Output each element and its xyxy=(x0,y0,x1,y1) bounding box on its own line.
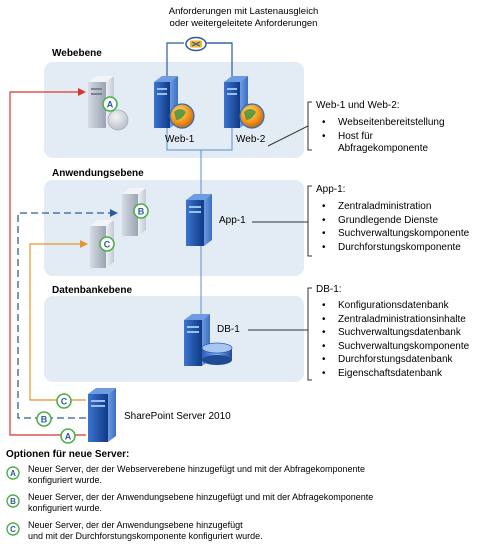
legend-title: Optionen für neue Server: xyxy=(6,449,130,460)
app-side-item: Grundlegende Dienste xyxy=(316,214,469,228)
route-a-line xyxy=(9,91,86,436)
web2-pointer xyxy=(267,125,309,147)
web-bracket xyxy=(307,101,312,151)
load-balancer-icon xyxy=(185,36,207,52)
app-bracket xyxy=(307,185,312,257)
legend-text-b-line2: konfiguriert wurde. xyxy=(28,503,103,513)
app-side-list: Zentraladministration Grundlegende Diens… xyxy=(316,200,469,254)
db-side-item: Eigenschaftsdatenbank xyxy=(316,367,469,381)
db-side-item: Durchforstungsdatenbank xyxy=(316,353,469,367)
app-side-item: Zentraladministration xyxy=(316,200,469,214)
db-side-item: Suchverwaltungsdatenbank xyxy=(316,326,469,340)
badge-a-web-icon: A xyxy=(102,96,118,112)
database-tier-panel xyxy=(44,296,304,382)
web-side-item-continued: Abfragekomponente xyxy=(338,143,429,154)
lb-to-web2-line xyxy=(208,42,233,80)
load-balance-caption-line1: Anforderungen mit Lastenausgleich xyxy=(168,6,319,17)
web-side-item: Webseitenbereitstellung xyxy=(316,116,445,130)
web-side-list: Webseitenbereitstellung Host für xyxy=(316,116,445,143)
db1-server-icon xyxy=(184,314,233,366)
svg-text:B: B xyxy=(138,207,145,217)
db-side-item: Suchverwaltungskomponente xyxy=(316,340,469,354)
application-tier-title: Anwendungsebene xyxy=(52,168,144,179)
application-tier-panel xyxy=(44,180,304,276)
legend-badge-a-icon: A xyxy=(6,466,20,480)
web-side-title: Web-1 und Web-2: xyxy=(316,100,400,111)
badge-c-sharepoint-icon: C xyxy=(56,393,72,409)
app-side-item: Durchforstungskomponente xyxy=(316,241,469,255)
svg-text:A: A xyxy=(10,469,16,478)
svg-text:C: C xyxy=(61,397,68,407)
new-web-server-a-icon xyxy=(88,76,129,131)
sharepoint-server-icon xyxy=(88,388,116,442)
web-side-item: Host für xyxy=(316,130,445,144)
svg-text:A: A xyxy=(65,432,72,442)
route-c-line xyxy=(29,243,86,401)
sharepoint-server-label: SharePoint Server 2010 xyxy=(124,411,231,422)
web1-server-icon xyxy=(154,76,195,129)
svg-text:C: C xyxy=(104,240,111,250)
legend-badge-c-icon: C xyxy=(6,522,20,536)
web-join-line xyxy=(166,128,233,151)
web1-label: Web-1 xyxy=(165,134,195,145)
db-bracket xyxy=(307,287,312,381)
svg-text:C: C xyxy=(10,525,16,534)
load-balance-caption-line2: oder weitergeleitete Anforderungen xyxy=(169,18,318,29)
db1-label: DB-1 xyxy=(217,324,240,335)
badge-b-app-icon: B xyxy=(133,203,149,219)
app-side-item: Suchverwaltungskomponente xyxy=(316,227,469,241)
badge-a-sharepoint-icon: A xyxy=(60,428,76,444)
legend-text-c-line2: und mit der Durchforstungskomponente kon… xyxy=(28,531,263,541)
db-side-list: Konfigurationsdatenbank Zentraladministr… xyxy=(316,299,469,380)
legend-text-b-line1: Neuer Server, der der Anwendungsebene hi… xyxy=(28,492,374,502)
app1-server-icon xyxy=(186,194,212,246)
svg-text:A: A xyxy=(107,100,114,110)
database-tier-title: Datenbankebene xyxy=(52,285,133,296)
db-side-title: DB-1: xyxy=(316,284,342,295)
legend-text-a-line2: konfiguriert wurde. xyxy=(28,475,103,485)
web2-label: Web-2 xyxy=(236,134,266,145)
web-tier-title: Webebene xyxy=(52,48,102,59)
route-b-line xyxy=(17,212,112,419)
web2-server-icon xyxy=(224,76,265,129)
legend-text-b: Neuer Server, der der Anwendungsebene hi… xyxy=(28,492,468,514)
svg-text:B: B xyxy=(41,415,48,425)
legend-badge-b-icon: B xyxy=(6,494,20,508)
badge-b-sharepoint-icon: B xyxy=(36,411,52,427)
db-side-item: Zentraladministrationsinhalte xyxy=(316,313,469,327)
db-side-item: Konfigurationsdatenbank xyxy=(316,299,469,313)
legend-text-a: Neuer Server, der der Webserverebene hin… xyxy=(28,464,468,486)
legend-text-a-line1: Neuer Server, der der Webserverebene hin… xyxy=(28,464,366,474)
legend-text-c-line1: Neuer Server, der der Anwendungsebene hi… xyxy=(28,520,243,530)
app-side-title: App-1: xyxy=(316,184,346,195)
badge-c-app-icon: C xyxy=(99,236,115,252)
svg-text:B: B xyxy=(10,497,16,506)
lb-to-web1-line xyxy=(166,42,184,80)
app1-label: App-1 xyxy=(219,215,246,226)
legend-text-c: Neuer Server, der der Anwendungsebene hi… xyxy=(28,520,468,542)
